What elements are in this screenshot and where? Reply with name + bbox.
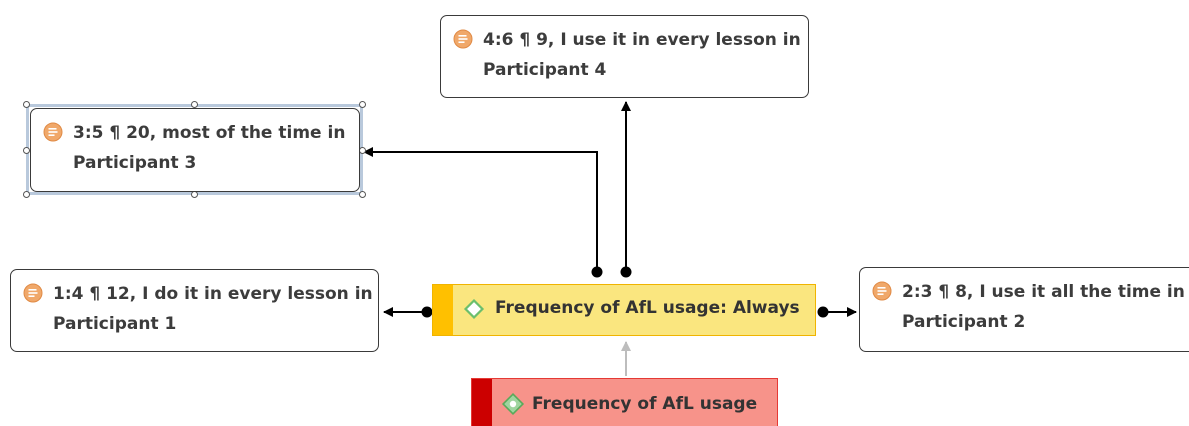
quotation-document: Participant 1 (53, 314, 177, 334)
code-color-stripe (433, 285, 453, 335)
resize-handle-ne[interactable] (359, 101, 366, 108)
resize-handle-w[interactable] (23, 147, 30, 154)
quotation-title: 4:6 ¶ 9, I use it in every lesson in (483, 30, 801, 50)
quotation-node-participant-4[interactable]: 4:6 ¶ 9, I use it in every lesson in Par… (440, 15, 809, 98)
quotation-icon (43, 122, 63, 142)
quotation-icon (453, 29, 473, 49)
resize-handle-e[interactable] (359, 147, 366, 154)
code-label: Frequency of AfL usage: Always (495, 298, 800, 318)
quotation-title: 1:4 ¶ 12, I do it in every lesson in (53, 284, 373, 304)
code-group-icon (501, 392, 525, 416)
link-main-to-q4[interactable] (620, 101, 632, 278)
link-main-to-q1[interactable] (383, 306, 433, 318)
quotation-title: 2:3 ¶ 8, I use it all the time in (902, 282, 1185, 302)
quotation-icon (872, 281, 892, 301)
code-node-frequency-always[interactable]: Frequency of AfL usage: Always (432, 284, 816, 336)
quotation-title: 3:5 ¶ 20, most of the time in (73, 123, 346, 143)
quotation-node-participant-2[interactable]: 2:3 ¶ 8, I use it all the time in Partic… (859, 267, 1189, 352)
quotation-document: Participant 2 (902, 312, 1026, 332)
resize-handle-se[interactable] (359, 191, 366, 198)
quotation-document: Participant 4 (483, 60, 607, 80)
resize-handle-nw[interactable] (23, 101, 30, 108)
code-node-frequency-of-afl-usage[interactable]: Frequency of AfL usage (471, 378, 778, 426)
quotation-text: 4:6 ¶ 9, I use it in every lesson in Par… (483, 25, 801, 85)
quotation-node-participant-3[interactable]: 3:5 ¶ 20, most of the time in Participan… (30, 108, 360, 192)
code-diamond-icon (463, 298, 485, 320)
link-main-to-q2[interactable] (817, 306, 857, 318)
code-color-stripe (472, 379, 492, 426)
resize-handle-sw[interactable] (23, 191, 30, 198)
quotation-text: 1:4 ¶ 12, I do it in every lesson in Par… (53, 279, 373, 339)
quotation-document: Participant 3 (73, 153, 197, 173)
resize-handle-s[interactable] (191, 191, 198, 198)
link-main-to-q3[interactable] (363, 147, 603, 278)
code-label: Frequency of AfL usage (532, 394, 758, 414)
quotation-text: 2:3 ¶ 8, I use it all the time in Partic… (902, 277, 1185, 337)
resize-handle-n[interactable] (191, 101, 198, 108)
quotation-icon (23, 283, 43, 303)
quotation-node-participant-1[interactable]: 1:4 ¶ 12, I do it in every lesson in Par… (10, 269, 379, 352)
quotation-text: 3:5 ¶ 20, most of the time in Participan… (73, 118, 349, 178)
